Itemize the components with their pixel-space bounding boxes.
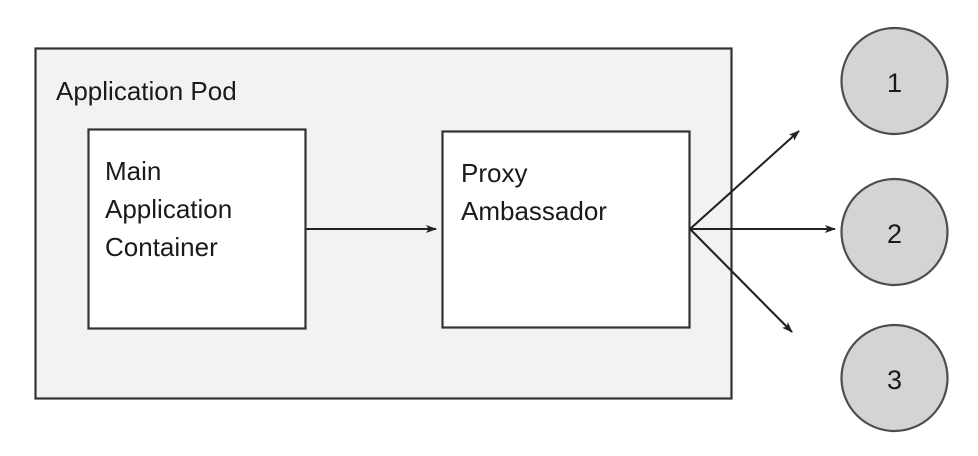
service-1-label: 1 [887, 68, 902, 98]
main-application-container-label-line2: Application [105, 194, 232, 224]
service-2-label: 2 [887, 219, 902, 249]
main-application-container-label-line3: Container [105, 232, 218, 262]
proxy-ambassador-label-line2: Ambassador [461, 196, 607, 226]
service-3-group[interactable]: 3 [840, 323, 949, 433]
main-application-container-group[interactable]: Main Application Container [87, 128, 307, 330]
service-2-group[interactable]: 2 [840, 177, 949, 287]
application-pod-label: Application Pod [56, 76, 237, 106]
service-3-label: 3 [887, 365, 902, 395]
proxy-ambassador-group[interactable]: Proxy Ambassador [441, 130, 691, 329]
connector-proxy-to-service-1[interactable] [689, 130, 800, 230]
proxy-ambassador-rect[interactable] [441, 130, 691, 329]
service-2-circle[interactable] [840, 177, 949, 287]
main-application-container-label-line1: Main [105, 156, 161, 186]
service-1-group[interactable]: 1 [840, 26, 949, 136]
main-application-container-rect[interactable] [87, 128, 307, 330]
proxy-ambassador-label-line1: Proxy [461, 158, 527, 188]
connector-proxy-to-service-3[interactable] [689, 228, 793, 333]
service-3-circle[interactable] [840, 323, 949, 433]
service-1-circle[interactable] [840, 26, 949, 136]
